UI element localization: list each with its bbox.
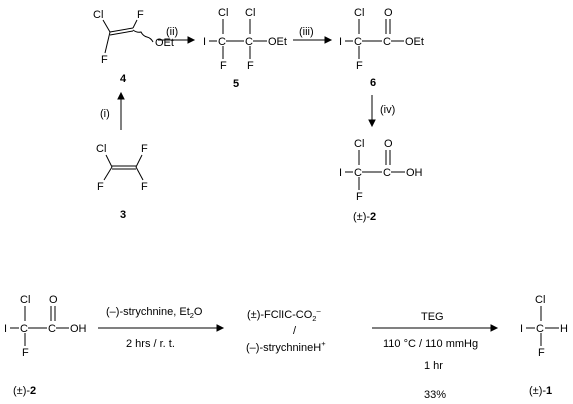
atom-oet: OEt bbox=[405, 36, 424, 48]
atom-cl: Cl bbox=[535, 294, 545, 306]
atom-f: F bbox=[141, 143, 148, 155]
atom-i: I bbox=[520, 323, 523, 335]
atom-oet: OEt bbox=[155, 37, 174, 49]
compound-3-structure: Cl F F F 3 bbox=[96, 143, 148, 221]
compound-label-2: (±)-2 bbox=[13, 385, 36, 397]
wavy-bond bbox=[132, 29, 154, 43]
step-label-iv: (iv) bbox=[380, 104, 395, 116]
atom-cl: Cl bbox=[93, 9, 103, 21]
atom-c: C bbox=[354, 167, 362, 179]
atom-cl: Cl bbox=[20, 294, 30, 306]
atom-o: O bbox=[49, 294, 58, 306]
atom-oet: OEt bbox=[268, 36, 287, 48]
arrow-step-ii: (ii) bbox=[158, 26, 196, 44]
decarb-reagent: TEG bbox=[421, 311, 444, 323]
atom-f: F bbox=[137, 9, 144, 21]
atom-oh: OH bbox=[70, 323, 87, 335]
step-label-ii: (ii) bbox=[166, 26, 178, 38]
salt-anion: (±)-FClIC-CO2– bbox=[247, 306, 321, 323]
diastereomeric-salt: (±)-FClIC-CO2– / (–)-strychnineH+ bbox=[246, 306, 326, 354]
arrow-resolution: (–)-strychnine, Et2O 2 hrs / r. t. bbox=[98, 306, 225, 350]
atom-f: F bbox=[220, 60, 227, 72]
resolution-reagent: (–)-strychnine, Et2O bbox=[106, 306, 203, 320]
atom-i: I bbox=[339, 36, 342, 48]
compound-2-structure-top: Cl O I C C OH F (±)-2 bbox=[339, 138, 423, 223]
compound-4-structure: Cl F F OEt 4 bbox=[93, 9, 174, 85]
atom-c: C bbox=[20, 323, 28, 335]
arrow-step-iv: (iv) bbox=[368, 95, 395, 128]
atom-c: C bbox=[48, 323, 56, 335]
salt-slash: / bbox=[293, 325, 297, 337]
atom-c: C bbox=[383, 36, 391, 48]
atom-o: O bbox=[384, 138, 393, 150]
arrow-step-iii: (iii) bbox=[293, 26, 333, 44]
atom-f: F bbox=[141, 181, 148, 193]
compound-label-6: 6 bbox=[370, 77, 376, 89]
atom-i: I bbox=[339, 167, 342, 179]
atom-cl: Cl bbox=[96, 143, 106, 155]
atom-f: F bbox=[22, 347, 29, 359]
atom-c: C bbox=[245, 36, 253, 48]
decarb-yield: 33% bbox=[424, 389, 446, 401]
atom-cl: Cl bbox=[245, 7, 255, 19]
atom-c: C bbox=[218, 36, 226, 48]
step-label-i: (i) bbox=[100, 108, 110, 120]
compound-5-structure: Cl Cl I C C OEt F F 5 bbox=[203, 7, 287, 90]
atom-f: F bbox=[97, 181, 104, 193]
compound-label-5: 5 bbox=[233, 78, 239, 90]
atom-c: C bbox=[354, 36, 362, 48]
atom-f: F bbox=[356, 191, 363, 203]
atom-f: F bbox=[356, 60, 363, 72]
atom-i: I bbox=[4, 323, 7, 335]
atom-cl: Cl bbox=[354, 7, 364, 19]
atom-i: I bbox=[203, 36, 206, 48]
atom-h: H bbox=[560, 323, 568, 335]
compound-6-structure: Cl O I C C OEt F 6 bbox=[339, 7, 424, 89]
resolution-conditions: 2 hrs / r. t. bbox=[126, 338, 175, 350]
atom-f: F bbox=[101, 54, 108, 66]
compound-2-structure-bottom: Cl O I C C OH F (±)-2 bbox=[4, 294, 87, 397]
compound-label-3: 3 bbox=[120, 209, 126, 221]
decarb-time: 1 hr bbox=[424, 360, 443, 372]
salt-cation: (–)-strychnineH+ bbox=[246, 339, 326, 354]
compound-label-1: (±)-1 bbox=[529, 385, 552, 397]
atom-oh: OH bbox=[406, 167, 423, 179]
atom-c: C bbox=[383, 167, 391, 179]
atom-cl: Cl bbox=[354, 138, 364, 150]
decarb-conditions: 110 °C / 110 mmHg bbox=[383, 338, 478, 350]
atom-f: F bbox=[538, 347, 545, 359]
compound-label-2: (±)-2 bbox=[353, 211, 376, 223]
atom-o: O bbox=[384, 7, 393, 19]
compound-label-4: 4 bbox=[120, 73, 127, 85]
step-label-iii: (iii) bbox=[299, 26, 314, 38]
compound-1-structure: Cl I C H F (±)-1 bbox=[520, 294, 568, 397]
atom-cl: Cl bbox=[218, 7, 228, 19]
atom-f: F bbox=[247, 60, 254, 72]
atom-c: C bbox=[536, 323, 544, 335]
arrow-step-i: (i) bbox=[100, 91, 125, 130]
arrow-decarboxylation: TEG 110 °C / 110 mmHg 1 hr 33% bbox=[372, 311, 499, 401]
